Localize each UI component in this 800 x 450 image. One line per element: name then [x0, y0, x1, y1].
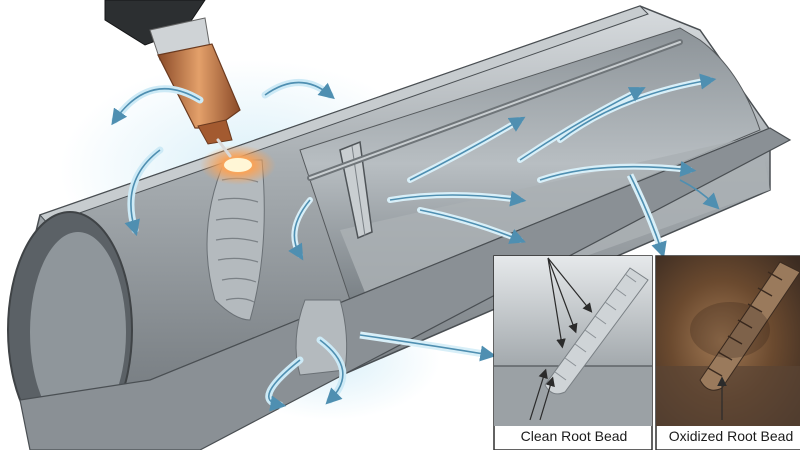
pointer-lines — [529, 257, 593, 421]
tig-torch-icon — [104, 0, 241, 158]
pipe-lower-shell — [19, 127, 792, 450]
inset-oxidized-root-bead — [655, 255, 800, 450]
callout-arrow — [359, 334, 497, 362]
pipe-open-end-inner — [30, 232, 126, 432]
inset-clean-root-bead — [493, 255, 653, 450]
gas-flow-arrow-icon — [288, 73, 720, 261]
gas-flow-arrow-icon — [111, 81, 344, 412]
oxidized-root-bead-label: Oxidized Root Bead — [668, 428, 794, 444]
callout-arrow — [629, 174, 667, 259]
clean-root-bead-label: Clean Root Bead — [520, 428, 628, 444]
